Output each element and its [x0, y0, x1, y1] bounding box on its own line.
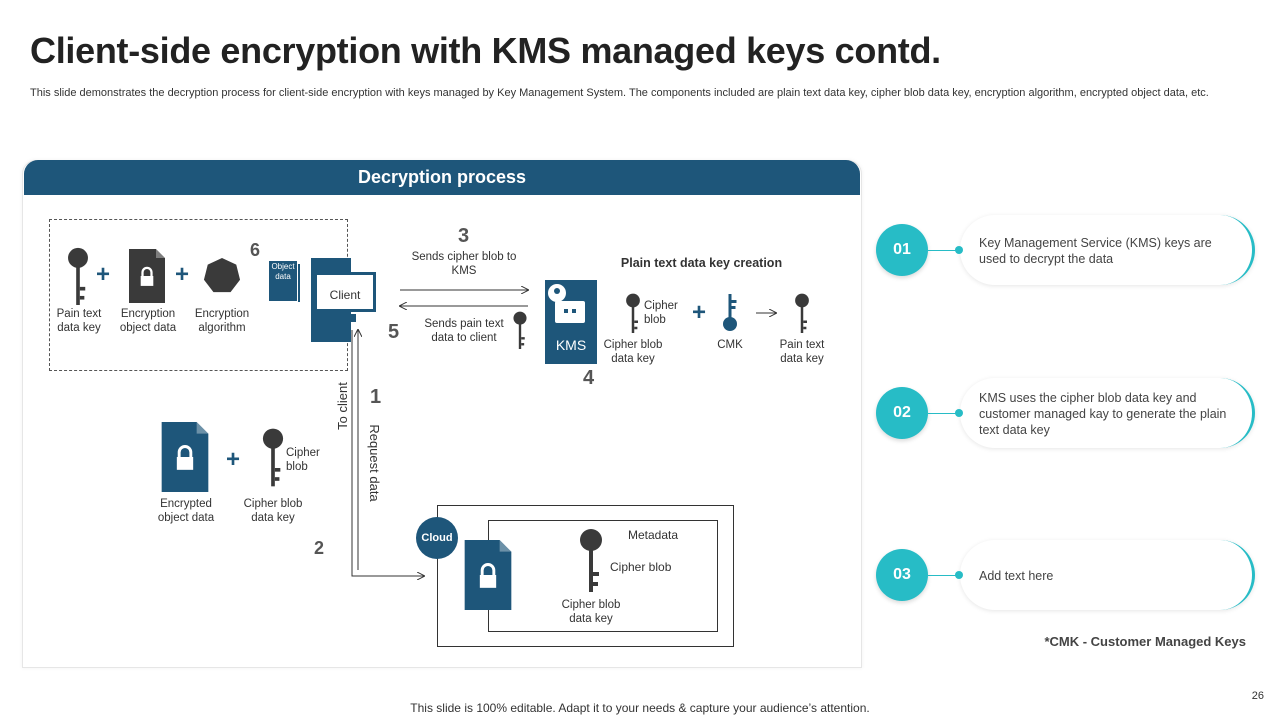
step-6a: 6 [250, 240, 261, 260]
cmk-footnote: *CMK - Customer Managed Keys [1044, 634, 1246, 649]
cloud-badge: Cloud [416, 517, 458, 559]
enc-algo-label: Encryption algorithm [194, 308, 250, 334]
sends-plain-label: Sends pain text data to client [424, 318, 504, 344]
side-item-text: Add text here [979, 569, 1054, 583]
to-client-label: To client [335, 382, 350, 430]
cipher-blob-key-label: Cipher blob data key [243, 498, 303, 524]
side-item-dot [955, 409, 963, 417]
side-item-card [960, 378, 1255, 448]
encrypted-doc-icon [463, 540, 513, 610]
object-data-icon [268, 260, 298, 302]
cipher-blob-key-label: Cipher blob data key [561, 599, 621, 625]
enc-data-label: Encryption object data [119, 308, 177, 334]
metadata-box [488, 520, 718, 632]
cipher-blob-label: Cipher blob [610, 560, 672, 574]
side-item-text: Key Management Service (KMS) keys are us… [979, 236, 1212, 266]
cmk-label: CMK [717, 339, 743, 351]
step-1: 1 [370, 386, 382, 408]
side-item-connector [928, 413, 958, 414]
step-4: 4 [583, 367, 595, 389]
side-item-text: KMS uses the cipher blob data key and cu… [979, 391, 1227, 437]
object-data-label: Object data [271, 262, 295, 281]
client-stand [332, 314, 356, 322]
cmk-key-icon [723, 294, 737, 331]
plain-key-icon [794, 293, 810, 333]
plus-icon: + [175, 261, 190, 288]
slide-subtitle: This slide demonstrates the decryption p… [30, 87, 1209, 99]
footer-text: This slide is 100% editable. Adapt it to… [410, 701, 870, 715]
sends-cipher-label: Sends cipher blob to KMS [411, 251, 517, 277]
cipher-blob-key-label: Cipher blob data key [603, 339, 663, 365]
plain-key-result-label: Pain text data key [779, 339, 825, 365]
side-item-number: 01 [876, 224, 928, 276]
slide-title: Client-side encryption with KMS managed … [30, 30, 941, 71]
cipher-key-icon [262, 427, 284, 487]
enc-obj-label: Encrypted object data [157, 498, 215, 524]
plus-icon: + [692, 299, 707, 326]
client-box: Client [314, 272, 376, 312]
side-item-connector [928, 250, 958, 251]
panel-heading: Decryption process [24, 160, 860, 195]
cipher-blob-label: Cipher blob [286, 447, 320, 473]
kms-icon [548, 284, 585, 323]
plain-key-label: Pain text data key [56, 308, 102, 334]
plus-icon: + [96, 261, 111, 288]
cipher-blob-label: Cipher blob [644, 300, 678, 326]
side-item-connector [928, 575, 958, 576]
request-data-label: Request data [367, 424, 382, 502]
step-2: 2 [314, 538, 325, 558]
step-3: 3 [458, 225, 470, 247]
side-item-number: 03 [876, 549, 928, 601]
page-number: 26 [1251, 690, 1264, 702]
side-item-card [960, 215, 1255, 285]
plain-key-icon [512, 311, 528, 349]
encrypted-doc-icon [160, 422, 210, 492]
plus-icon: + [226, 446, 241, 473]
kms-label: KMS [555, 337, 587, 353]
side-item-dot [955, 571, 963, 579]
cipher-key-icon [625, 293, 641, 333]
metadata-label: Metadata [628, 528, 679, 542]
step-5: 5 [388, 321, 400, 343]
key-creation-title: Plain text data key creation [620, 256, 783, 270]
cipher-key-icon [578, 528, 604, 592]
side-item-card [960, 540, 1255, 610]
side-item-number: 02 [876, 387, 928, 439]
side-item-dot [955, 246, 963, 254]
